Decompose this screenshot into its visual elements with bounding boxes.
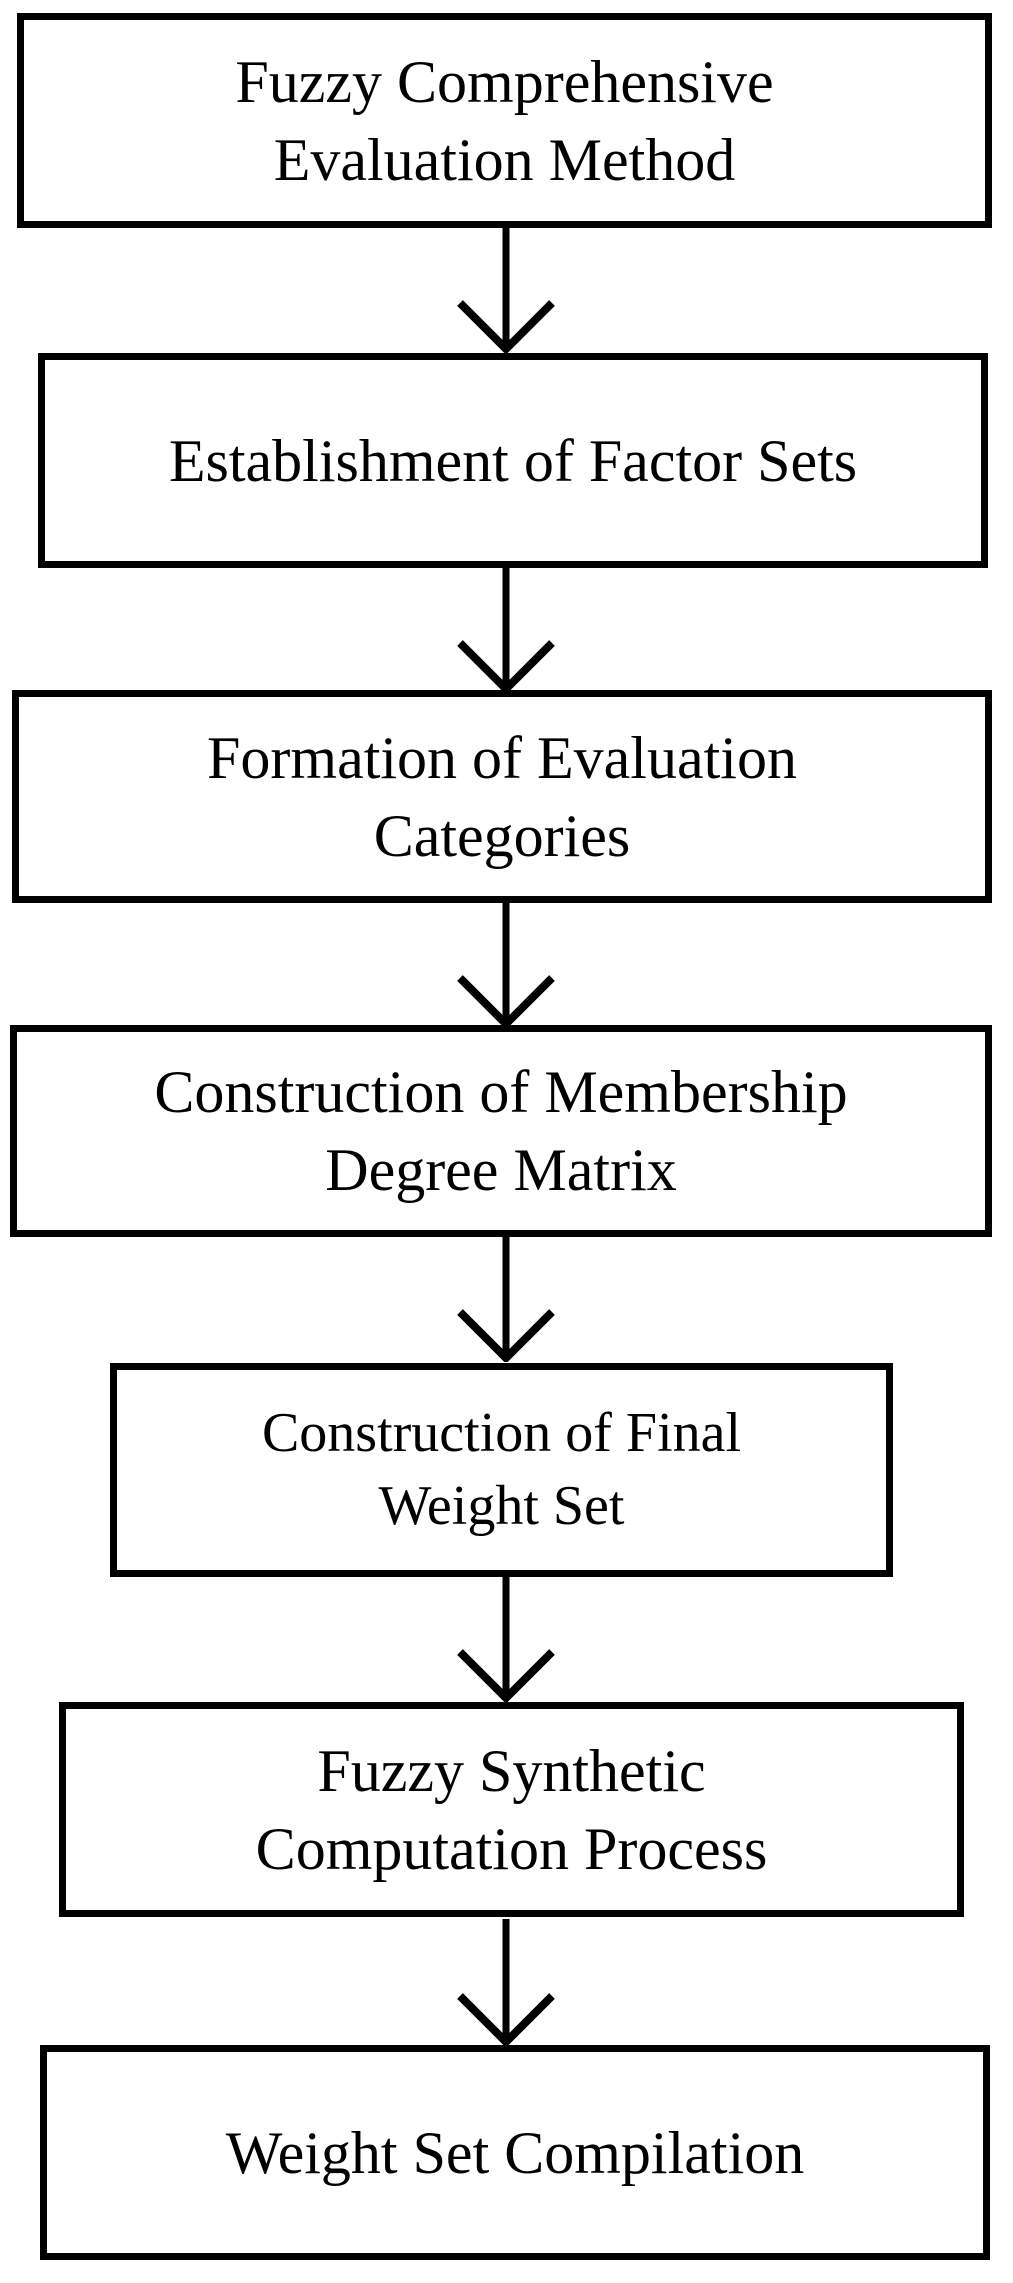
flow-box-formation-of-evaluation-categories: Formation of Evaluation Categories: [12, 690, 992, 903]
box-label-line: Degree Matrix: [325, 1137, 677, 1203]
box-label-line: Categories: [373, 802, 631, 869]
box-label-line: Construction of Membership: [154, 1059, 848, 1125]
down-arrow-icon: [457, 901, 555, 1028]
box-label-line: Formation of Evaluation: [207, 724, 797, 791]
box-label-line: Evaluation Method: [273, 126, 736, 193]
box-label-line: Weight Set Compilation: [225, 2119, 805, 2186]
down-arrow-icon: [457, 226, 555, 353]
box-label-line: Establishment of Factor Sets: [168, 427, 858, 494]
flow-box-weight-set-compilation: Weight Set Compilation: [40, 2045, 990, 2260]
box-label-line: Weight Set: [378, 1475, 625, 1537]
down-arrow-icon: [457, 1235, 555, 1362]
box-label-line: Fuzzy Comprehensive: [235, 48, 774, 115]
flow-box-construction-of-membership-degree-matrix: Construction of Membership Degree Matrix: [10, 1025, 992, 1237]
box-label-line: Fuzzy Synthetic: [317, 1737, 706, 1804]
flow-box-fuzzy-comprehensive-evaluation-method: Fuzzy Comprehensive Evaluation Method: [17, 13, 992, 228]
down-arrow-icon: [457, 1575, 555, 1702]
flow-box-establishment-of-factor-sets: Establishment of Factor Sets: [38, 353, 988, 568]
box-label-line: Construction of Final: [261, 1402, 742, 1465]
flow-box-fuzzy-synthetic-computation-process: Fuzzy Synthetic Computation Process: [59, 1702, 964, 1917]
box-label-line: Computation Process: [255, 1815, 768, 1882]
down-arrow-icon: [457, 1919, 555, 2046]
flow-box-construction-of-final-weight-set: Construction of Final Weight Set: [110, 1363, 893, 1577]
down-arrow-icon: [457, 566, 555, 693]
